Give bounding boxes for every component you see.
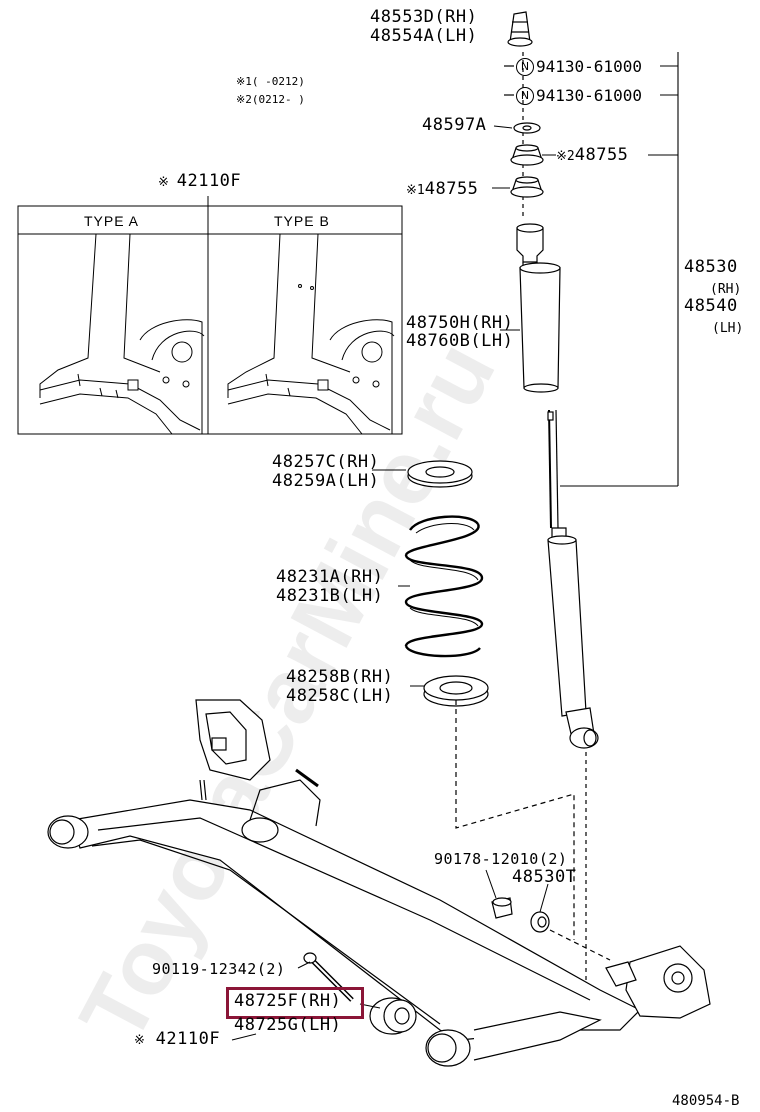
bump-stopper-top-icon bbox=[507, 11, 533, 47]
rear-axle-beam-icon bbox=[47, 699, 711, 1067]
part-48231a-label[interactable]: 48231A(RH) bbox=[276, 567, 384, 587]
cushion-48755-upper-icon bbox=[510, 144, 544, 166]
washer-48597a-icon bbox=[513, 122, 541, 134]
part-48755-upper-label[interactable]: ※248755 bbox=[556, 145, 629, 165]
axle-bushing-icon bbox=[369, 997, 417, 1035]
part-48540-label[interactable]: 48540 bbox=[684, 296, 738, 316]
leader-lines bbox=[231, 125, 556, 1041]
part-48755-lower-label[interactable]: ※148755 bbox=[406, 179, 479, 199]
spring-insulator-lower-icon bbox=[423, 675, 489, 707]
part-48258c-label[interactable]: 48258C(LH) bbox=[286, 686, 394, 706]
assembly-bracket bbox=[560, 52, 679, 487]
legend-note-1: ※1( -0212) bbox=[236, 75, 305, 88]
part-42110f-bottom-label[interactable]: ※ 42110F bbox=[134, 1029, 221, 1049]
nut-90178-icon bbox=[491, 897, 513, 919]
part-90119-label[interactable]: 90119-12342(2) bbox=[152, 960, 286, 978]
shock-absorber-icon bbox=[547, 409, 599, 749]
part-94130-label-2[interactable]: N 94130-61000 bbox=[516, 86, 642, 105]
diagram-id: 480954-B bbox=[672, 1093, 740, 1109]
part-48259a-label[interactable]: 48259A(LH) bbox=[272, 471, 380, 491]
part-48231b-label[interactable]: 48231B(LH) bbox=[276, 586, 384, 606]
part-48725f-label[interactable]: 48725F(RH) bbox=[234, 991, 342, 1011]
cushion-48755-lower-icon bbox=[510, 176, 544, 198]
type-b-header: TYPE B bbox=[274, 213, 330, 229]
coil-spring-icon bbox=[404, 515, 484, 658]
n-circle-icon: N bbox=[516, 57, 534, 76]
part-90178-label[interactable]: 90178-12010(2) bbox=[434, 850, 568, 868]
part-48750h-label[interactable]: 48750H(RH) bbox=[406, 313, 514, 333]
spring-insulator-upper-icon bbox=[407, 460, 473, 488]
part-48725g-label[interactable]: 48725G(LH) bbox=[234, 1015, 342, 1035]
part-48530-side: (RH) bbox=[710, 282, 742, 297]
part-94130-label-1[interactable]: N 94130-61000 bbox=[516, 57, 642, 76]
washer-48530t-icon bbox=[530, 911, 550, 933]
part-48258b-label[interactable]: 48258B(RH) bbox=[286, 667, 394, 687]
type-box-ref-label[interactable]: ※ 42110F bbox=[158, 171, 242, 191]
part-48554a-label[interactable]: 48554A(LH) bbox=[370, 26, 478, 46]
part-48597a-label[interactable]: 48597A bbox=[422, 115, 487, 135]
part-48540-side: (LH) bbox=[712, 321, 744, 336]
type-box bbox=[17, 196, 403, 435]
part-48553d-label[interactable]: 48553D(RH) bbox=[370, 7, 478, 27]
highlight-box bbox=[226, 987, 364, 1019]
part-48257c-label[interactable]: 48257C(RH) bbox=[272, 452, 380, 472]
type-b-drawing bbox=[227, 233, 395, 435]
bolt-90119-icon bbox=[303, 952, 354, 1002]
type-a-header: TYPE A bbox=[84, 213, 140, 229]
legend-note-2: ※2(0212- ) bbox=[236, 93, 305, 106]
dust-boot-icon bbox=[516, 223, 561, 393]
part-48530t-label[interactable]: 48530T bbox=[512, 867, 577, 887]
type-a-drawing bbox=[39, 233, 205, 435]
n-circle-icon: N bbox=[516, 86, 534, 105]
part-48530-label[interactable]: 48530 bbox=[684, 257, 738, 277]
part-48760b-label[interactable]: 48760B(LH) bbox=[406, 331, 514, 351]
